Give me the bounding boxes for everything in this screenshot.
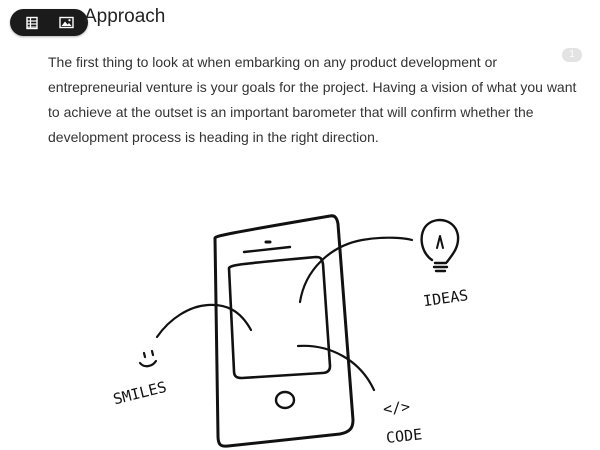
- section-heading: Approach: [84, 6, 166, 27]
- paragraph-line: development process is heading in the ri…: [48, 129, 379, 145]
- paragraph-line: to achieve at the outset is an important…: [48, 104, 534, 120]
- image-icon: [58, 16, 74, 29]
- paragraph-line: entrepreneurial venture is your goals fo…: [48, 79, 577, 95]
- smiles-connector: [155, 303, 253, 339]
- phone-speaker: [242, 245, 292, 254]
- lightbulb-icon: [420, 218, 460, 273]
- table-icon: [26, 16, 38, 29]
- smiles-label: SMILES: [111, 378, 168, 409]
- ideas-connector: [298, 236, 414, 304]
- table-button[interactable]: [15, 9, 49, 36]
- phone-outline: [213, 214, 355, 448]
- note-count-badge[interactable]: 1: [562, 48, 582, 62]
- editor-floating-toolbar: [10, 9, 88, 36]
- phone-home-button: [274, 390, 296, 410]
- ideas-label: IDEAS: [422, 286, 469, 310]
- image-button[interactable]: [49, 9, 83, 36]
- code-symbol-label: </>: [382, 397, 411, 418]
- paragraph-line: The first thing to look at when embarkin…: [48, 54, 498, 70]
- smiley-face-icon: [138, 349, 158, 368]
- code-connector: [296, 344, 376, 392]
- code-label: CODE: [385, 425, 423, 447]
- body-paragraph[interactable]: The first thing to look at when embarkin…: [48, 50, 577, 150]
- phone-screen: [227, 255, 332, 380]
